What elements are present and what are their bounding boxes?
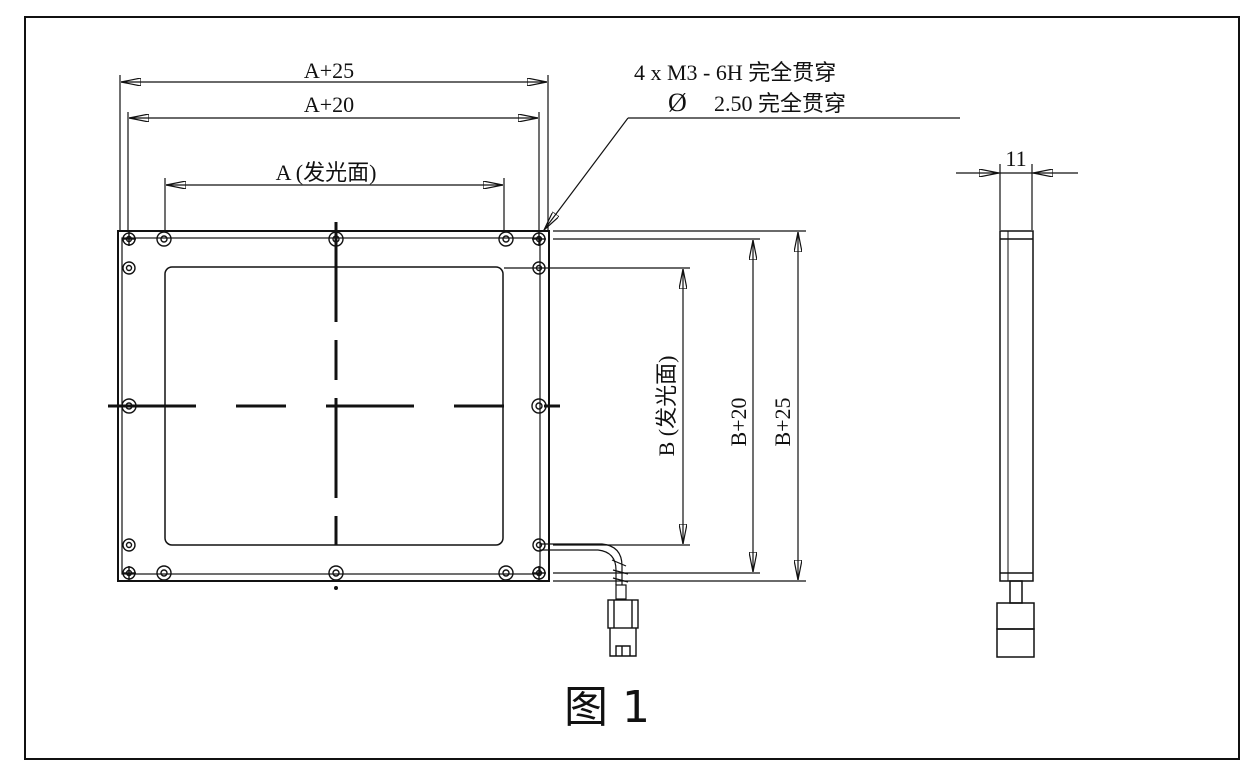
hole-diameter-symbol: Ø — [668, 88, 687, 117]
dimension-lines — [119, 75, 1078, 582]
hole-note-line-1: 4 x M3 - 6H 完全贯穿 — [634, 60, 836, 85]
side-plate — [999, 230, 1034, 582]
drawing-border — [24, 16, 1240, 760]
label-thickness: 11 — [1005, 146, 1026, 171]
figure-caption: 图 1 — [564, 682, 650, 733]
label-height-outer: B+25 — [770, 397, 795, 446]
mounting-holes — [121, 231, 547, 581]
centerline-dot — [334, 586, 338, 590]
label-height-mid: B+20 — [726, 397, 751, 446]
label-width-mid: A+20 — [304, 92, 354, 117]
side-cable — [1009, 580, 1023, 604]
label-width-emit: A (发光面) — [276, 160, 377, 185]
front-view — [108, 222, 639, 657]
side-view — [996, 230, 1035, 658]
side-connector — [996, 602, 1035, 630]
connector — [607, 599, 639, 657]
cable — [540, 543, 629, 600]
hole-note-line-2: 2.50 完全贯穿 — [714, 91, 846, 116]
label-height-emit: B (发光面) — [654, 356, 679, 457]
label-width-outer: A+25 — [304, 58, 354, 83]
